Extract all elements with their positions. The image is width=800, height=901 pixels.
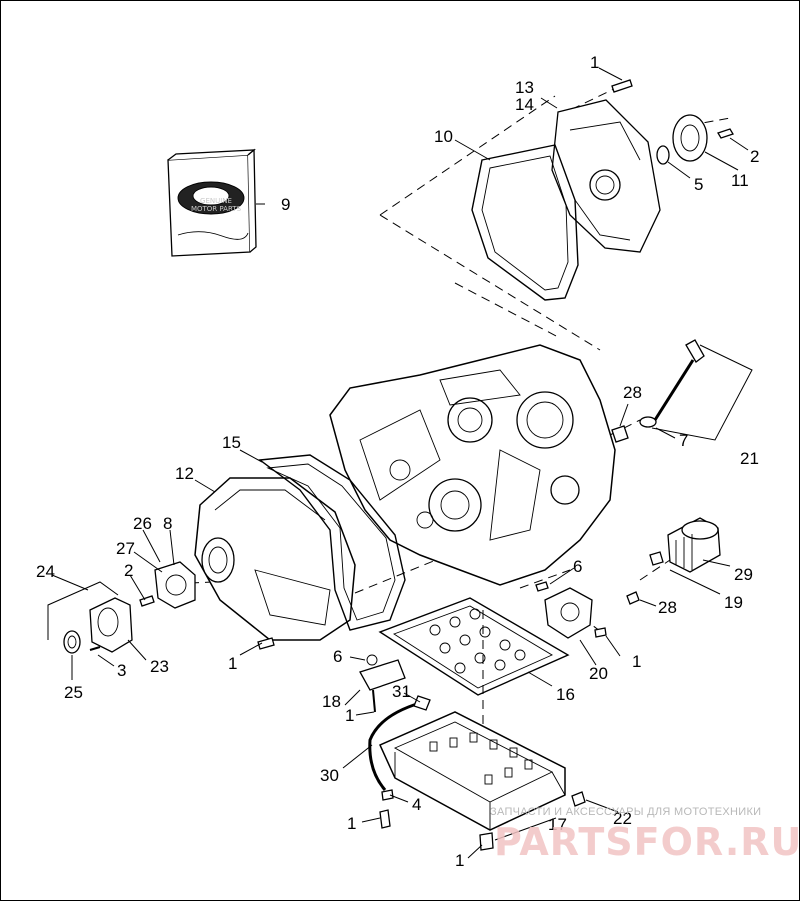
callout-1: 1 bbox=[632, 652, 642, 671]
callout-6: 6 bbox=[573, 557, 583, 576]
leader-lines bbox=[51, 67, 749, 859]
callout-25: 25 bbox=[64, 683, 83, 702]
callout-26: 26 bbox=[133, 514, 152, 533]
callout-24: 24 bbox=[36, 562, 55, 581]
callout-1: 1 bbox=[345, 706, 355, 725]
cam-cover-gasket bbox=[471, 144, 579, 301]
callout-2: 2 bbox=[124, 561, 134, 580]
callout-2: 2 bbox=[750, 147, 760, 166]
genuine-parts-box bbox=[167, 148, 257, 257]
callout-28: 28 bbox=[658, 598, 677, 617]
primary-gasket bbox=[258, 454, 406, 631]
oil-filter bbox=[626, 517, 721, 605]
callout-5: 5 bbox=[694, 175, 704, 194]
seal-ring bbox=[611, 79, 734, 165]
callout-28: 28 bbox=[623, 383, 642, 402]
callout-1: 1 bbox=[347, 814, 357, 833]
callout-9: 9 bbox=[281, 195, 291, 214]
callout-15: 15 bbox=[222, 433, 241, 452]
callout-12: 12 bbox=[175, 464, 194, 483]
inspection-cover bbox=[47, 581, 133, 654]
callout-4: 4 bbox=[412, 795, 422, 814]
callout-27: 27 bbox=[116, 539, 135, 558]
callout-6: 6 bbox=[333, 647, 343, 666]
callout-1: 1 bbox=[228, 654, 238, 673]
drain-plug bbox=[257, 637, 586, 851]
oil-pan bbox=[379, 711, 566, 831]
callout-29: 29 bbox=[734, 565, 753, 584]
callout-21: 21 bbox=[740, 449, 759, 468]
oil-pan-gasket bbox=[378, 597, 570, 696]
callout-22: 22 bbox=[613, 809, 632, 828]
oil-hose bbox=[368, 695, 431, 801]
pickup-bracket bbox=[359, 654, 406, 713]
callout-13: 13 bbox=[515, 78, 534, 97]
timing-cover bbox=[551, 99, 661, 253]
watermark-logo: PARTSFOR.RU bbox=[494, 820, 800, 864]
callout-3: 3 bbox=[117, 661, 127, 680]
watermark-tagline: ЗАПЧАСТИ И АКСЕССУАРЫ ДЛЯ МОТОТЕХНИКИ bbox=[490, 806, 762, 818]
callout-8: 8 bbox=[163, 514, 173, 533]
callout-11: 11 bbox=[731, 171, 749, 190]
drain-plug-upper bbox=[611, 425, 629, 443]
primary-cover bbox=[194, 477, 356, 641]
callout-19: 19 bbox=[724, 593, 743, 612]
filter-adapter bbox=[535, 581, 607, 639]
box-label: GENUINE MOTOR PARTS bbox=[190, 197, 242, 213]
callout-16: 16 bbox=[556, 685, 575, 704]
callout-14: 14 bbox=[515, 95, 534, 114]
crankcase bbox=[329, 344, 616, 586]
callout-30: 30 bbox=[320, 766, 339, 785]
callout-20: 20 bbox=[589, 664, 608, 683]
oil-pump-assembly bbox=[139, 561, 196, 609]
callout-1: 1 bbox=[590, 53, 600, 72]
callout-1: 1 bbox=[455, 851, 465, 870]
dipstick bbox=[639, 339, 753, 441]
callout-17: 17 bbox=[548, 815, 567, 834]
callout-18: 18 bbox=[322, 692, 341, 711]
callout-31: 31 bbox=[392, 682, 411, 701]
callout-23: 23 bbox=[150, 657, 169, 676]
callout-7: 7 bbox=[679, 431, 689, 450]
callout-10: 10 bbox=[434, 127, 453, 146]
